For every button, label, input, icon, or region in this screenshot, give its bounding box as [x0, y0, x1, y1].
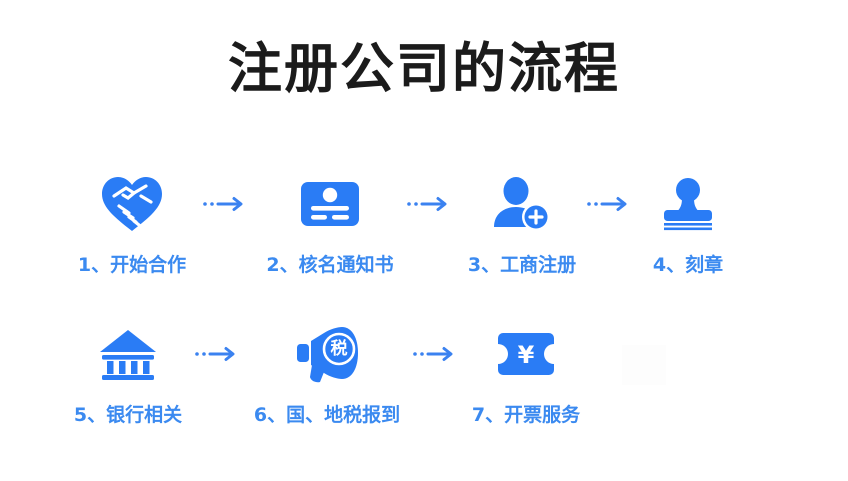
- yuan-ticket-icon: ¥: [495, 318, 557, 390]
- flow-step-label: 1、开始合作: [77, 254, 187, 276]
- flow-row-2: 5、银行相关 税 6、国、地税: [62, 318, 592, 427]
- flow-step-4[interactable]: 4、刻章: [638, 168, 738, 277]
- flow-connector-5: [412, 318, 460, 390]
- flow-connector-1: [202, 168, 254, 240]
- flow-step-label: 6、国、地税报到: [253, 404, 401, 426]
- flow-step-2[interactable]: 2、核名通知书: [254, 168, 406, 277]
- stamp-icon: [659, 168, 717, 240]
- flow-connector-2: [406, 168, 458, 240]
- heart-handshake-icon: [99, 168, 165, 240]
- flow-step-3[interactable]: 3、工商注册: [458, 168, 586, 277]
- flow-step-label: 2、核名通知书: [266, 254, 394, 276]
- id-card-icon: [299, 168, 361, 240]
- flow-step-6[interactable]: 税 6、国、地税报到: [242, 318, 412, 427]
- megaphone-tax-icon: 税: [294, 318, 360, 390]
- flow-connector-3: [586, 168, 638, 240]
- flow-step-label: 7、开票服务: [471, 404, 581, 426]
- flow-step-1[interactable]: 1、开始合作: [62, 168, 202, 277]
- flow-step-5[interactable]: 5、银行相关: [62, 318, 194, 427]
- yuan-glyph: ¥: [518, 341, 535, 369]
- flow-step-label: 4、刻章: [652, 254, 724, 276]
- bank-icon: [97, 318, 159, 390]
- add-user-icon: [491, 168, 553, 240]
- background-artifact: [622, 345, 666, 385]
- megaphone-tax-glyph: 税: [331, 338, 348, 359]
- flow-step-7[interactable]: ¥ 7、开票服务: [460, 318, 592, 427]
- flow-row-1: 1、开始合作 2、核名通知书: [62, 168, 738, 277]
- page-title: 注册公司的流程: [228, 37, 620, 100]
- flow-connector-4: [194, 318, 242, 390]
- flow-step-label: 3、工商注册: [467, 254, 577, 276]
- flow-step-label: 5、银行相关: [73, 404, 183, 426]
